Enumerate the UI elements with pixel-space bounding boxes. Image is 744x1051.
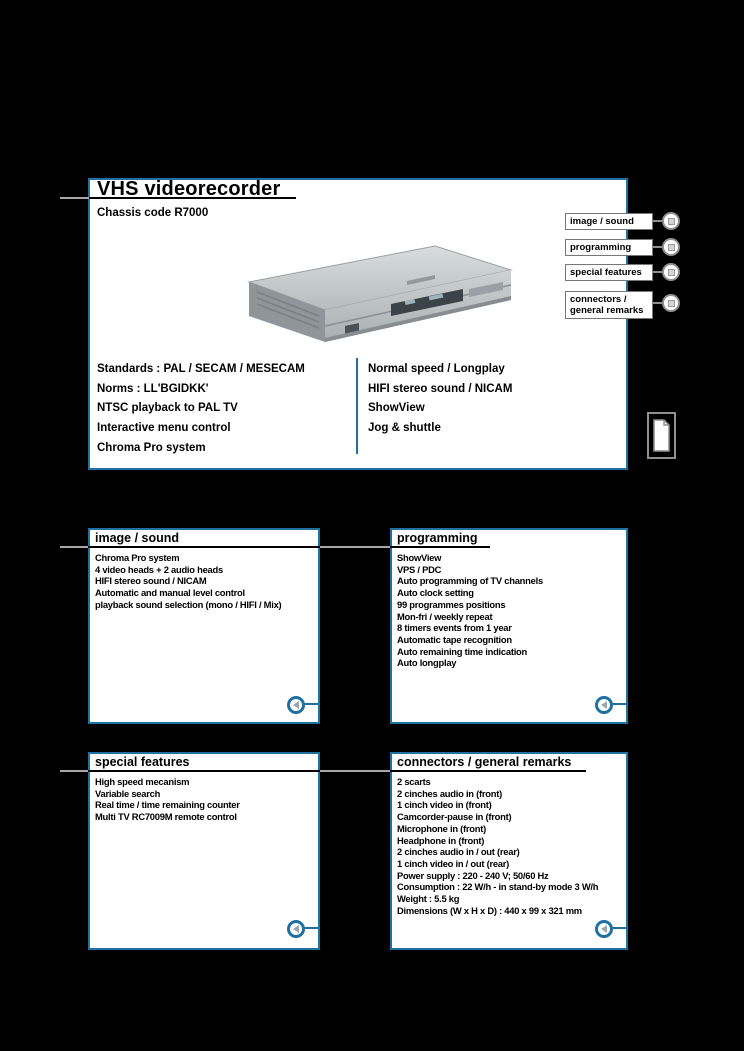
feature-divider xyxy=(356,358,358,454)
spec-item: Variable search xyxy=(95,787,161,799)
title-rule-extension xyxy=(60,197,89,199)
tab-programming[interactable]: programming xyxy=(565,239,653,256)
spec-item: Auto programming of TV channels xyxy=(397,575,543,587)
spec-item: Automatic tape recognition xyxy=(397,633,512,645)
spec-item: Interactive menu control xyxy=(97,422,231,435)
tab-connector-line xyxy=(653,271,662,273)
spec-item: Jog & shuttle xyxy=(368,422,441,435)
tab-image-sound[interactable]: image / sound xyxy=(565,213,653,230)
back-button[interactable] xyxy=(287,920,305,938)
goto-programming-button[interactable] xyxy=(662,238,680,256)
vhs-videorecorder-photo xyxy=(247,245,513,342)
back-arrow-icon xyxy=(292,701,299,709)
back-button[interactable] xyxy=(595,920,613,938)
spec-item: Automatic and manual level control xyxy=(95,587,245,599)
spec-item: 2 cinches audio in / out (rear) xyxy=(397,846,520,858)
section-rule-extension xyxy=(320,546,391,548)
spec-item: 2 scarts xyxy=(397,776,431,787)
section-title: programming xyxy=(397,531,478,545)
back-button[interactable] xyxy=(287,696,305,714)
page-button-icon xyxy=(667,217,675,225)
spec-item: playback sound selection (mono / HIFI / … xyxy=(95,598,282,610)
spec-item: 4 video heads + 2 audio heads xyxy=(95,563,223,575)
spec-item: Consumption : 22 W/h - in stand-by mode … xyxy=(397,881,599,893)
section-title: connectors / general remarks xyxy=(397,755,572,769)
section-title-rule xyxy=(88,770,320,772)
spec-item: Real time / time remaining counter xyxy=(95,799,240,811)
spec-item: Standards : PAL / SECAM / MESECAM xyxy=(97,363,305,375)
goto-connectors-button[interactable] xyxy=(662,294,680,312)
spec-item: Norms : LL'BGIDKK' xyxy=(97,382,209,395)
back-connector-line xyxy=(611,927,626,929)
spec-item: Auto longplay xyxy=(397,657,457,669)
spec-item: VPS / PDC xyxy=(397,563,442,575)
section-title-rule xyxy=(88,546,320,548)
section-title: image / sound xyxy=(95,531,180,545)
spec-item: Normal speed / Longplay xyxy=(368,363,505,375)
tab-connector-line xyxy=(653,220,662,222)
document-page-icon[interactable] xyxy=(647,412,677,460)
chassis-code: Chassis code R7000 xyxy=(97,207,209,219)
tab-special-features[interactable]: special features xyxy=(565,264,653,281)
section-rule-extension xyxy=(60,770,89,772)
spec-item: Auto remaining time indication xyxy=(397,645,528,657)
back-connector-line xyxy=(303,703,318,705)
section-rule-extension xyxy=(60,546,89,548)
back-button[interactable] xyxy=(595,696,613,714)
spec-item: Auto clock setting xyxy=(397,587,474,599)
section-title: special features xyxy=(95,755,190,769)
spec-item: HIFI stereo sound / NICAM xyxy=(95,575,207,587)
spec-item: Microphone in (front) xyxy=(397,822,487,834)
spec-item: Chroma Pro system xyxy=(97,441,206,454)
spec-item: Camcorder-pause in (front) xyxy=(397,811,512,823)
goto-special-features-button[interactable] xyxy=(662,263,680,281)
spec-item: 1 cinch video in (front) xyxy=(397,799,492,811)
spec-item: Chroma Pro system xyxy=(95,552,180,563)
spec-item: Power supply : 220 - 240 V; 50/60 Hz xyxy=(397,869,549,881)
title-rule xyxy=(88,197,296,199)
spec-item: 99 programmes positions xyxy=(397,598,506,610)
spec-item: High speed mecanism xyxy=(95,776,190,787)
spec-item: Mon-fri / weekly repeat xyxy=(397,610,493,622)
back-arrow-icon xyxy=(600,701,607,709)
spec-item: ShowView xyxy=(368,402,425,415)
spec-item: Headphone in (front) xyxy=(397,834,485,846)
page-button-icon xyxy=(667,268,675,276)
back-arrow-icon xyxy=(600,925,607,933)
feature-list-left: Standards : PAL / SECAM / MESECAM Norms :… xyxy=(97,360,305,459)
spec-item: 2 cinches audio in (front) xyxy=(397,787,502,799)
goto-image-sound-button[interactable] xyxy=(662,212,680,230)
page-button-icon xyxy=(667,243,675,251)
back-arrow-icon xyxy=(292,925,299,933)
spec-item: ShowView xyxy=(397,552,442,563)
spec-item: 1 cinch video in / out (rear) xyxy=(397,857,510,869)
page-title: VHS videorecorder xyxy=(97,178,281,200)
page-button-icon xyxy=(667,299,675,307)
spec-item: 8 timers events from 1 year xyxy=(397,622,512,634)
section-title-rule xyxy=(390,546,490,548)
section-title-rule xyxy=(390,770,586,772)
tab-connector-line xyxy=(653,302,662,304)
back-connector-line xyxy=(611,703,626,705)
back-connector-line xyxy=(303,927,318,929)
spec-item: Multi TV RC7009M remote control xyxy=(95,811,237,823)
spec-item: Weight : 5.5 kg xyxy=(397,893,460,905)
tab-connector-line xyxy=(653,246,662,248)
overview-panel: VHS videorecorder Chassis code R7000 xyxy=(88,178,628,470)
spec-item: Dimensions (W x H x D) : 440 x 99 x 321 … xyxy=(397,904,582,916)
tab-connectors-general-remarks[interactable]: connectors / general remarks xyxy=(565,291,653,319)
spec-item: HIFI stereo sound / NICAM xyxy=(368,382,513,395)
spec-item: NTSC playback to PAL TV xyxy=(97,402,238,415)
section-rule-extension xyxy=(320,770,391,772)
